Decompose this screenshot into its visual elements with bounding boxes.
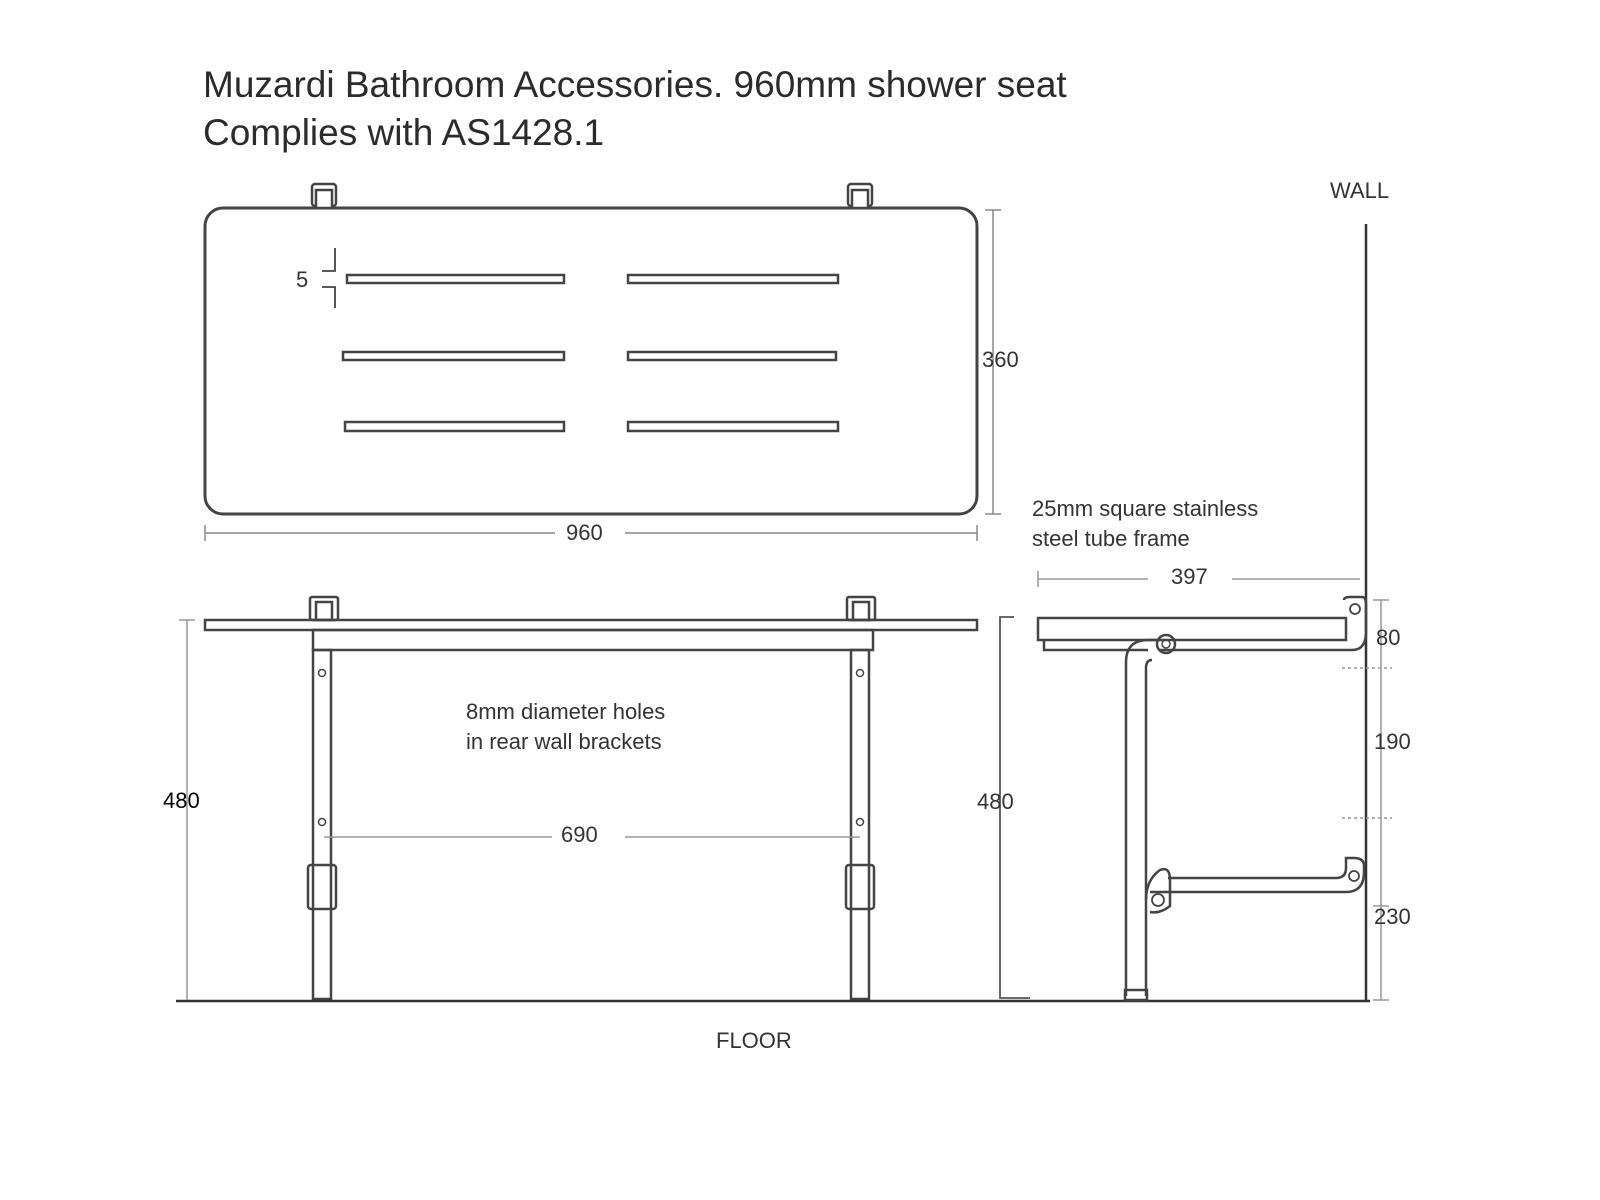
slot-gap-marker <box>322 248 336 308</box>
front-height-dimension <box>179 619 195 1000</box>
seat-depth-value: 360 <box>982 347 1019 372</box>
front-height-value: 480 <box>163 788 200 813</box>
floor-label: FLOOR <box>716 1028 792 1053</box>
holes-note-line2: in rear wall brackets <box>466 729 662 754</box>
top-view-seat <box>203 182 979 516</box>
bracket-low-value: 230 <box>1374 904 1411 929</box>
wall-label: WALL <box>1330 178 1389 203</box>
slot-gap-value: 5 <box>296 267 308 292</box>
bracket-vertical-dimensions <box>1342 599 1392 1001</box>
bracket-spacing-value: 690 <box>561 822 598 847</box>
side-height-dimension <box>999 616 1030 999</box>
seat-depth-dimension <box>985 209 1001 515</box>
front-view-seat <box>203 595 979 1001</box>
seat-slots <box>341 273 840 433</box>
bracket-top-value: 80 <box>1376 625 1400 650</box>
holes-note-line1: 8mm diameter holes <box>466 699 665 724</box>
seat-width-value: 960 <box>566 520 603 545</box>
side-view-seat <box>1036 595 1368 1002</box>
diagram-subtitle: Complies with AS1428.1 <box>203 112 605 153</box>
bracket-mid-value: 190 <box>1374 729 1411 754</box>
frame-note-line2: steel tube frame <box>1032 526 1190 551</box>
frame-note-line1: 25mm square stainless <box>1032 496 1258 521</box>
side-depth-dimension <box>1037 571 1360 587</box>
side-depth-value: 397 <box>1171 564 1208 589</box>
side-height-value: 480 <box>977 789 1014 814</box>
diagram-title: Muzardi Bathroom Accessories. 960mm show… <box>203 64 1067 105</box>
seat-width-dimension <box>204 525 978 541</box>
